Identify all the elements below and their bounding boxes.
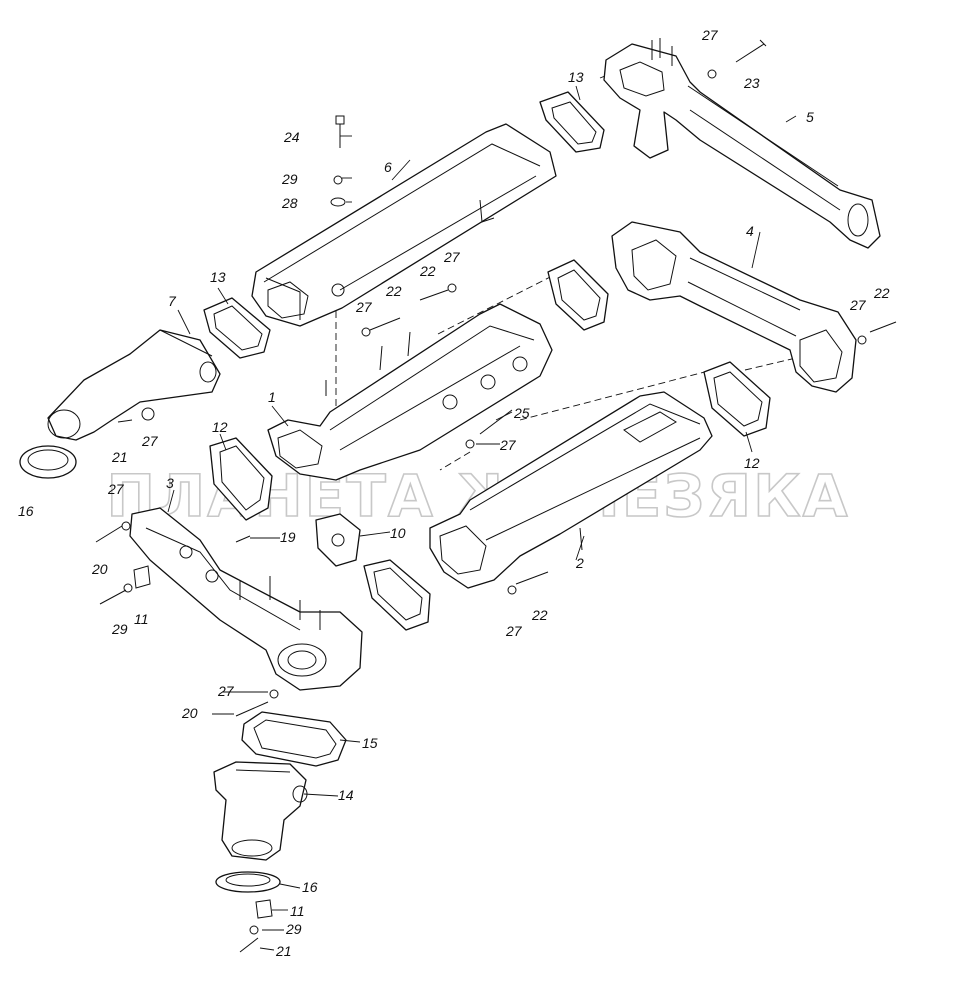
callout-25: 25 [513,405,530,421]
callout-27-topright: 27 [701,27,719,43]
callout-11-left: 11 [134,611,149,627]
callout-29-bottom: 29 [285,921,302,937]
part-6-heat-shield [251,123,557,327]
part-15-gasket [241,711,347,767]
part-2-exhaust-manifold [429,391,713,589]
callout-6: 6 [384,159,392,175]
callout-27-left: 27 [107,481,125,497]
part-13-gasket-left [203,297,271,359]
part-14-outlet-pipe [213,761,308,861]
fasteners [95,39,897,953]
callout-1: 1 [268,389,276,405]
callout-27-elbow: 27 [141,433,159,449]
callout-29-left: 29 [111,621,128,637]
callout-27-lower-left: 27 [217,683,235,699]
part-16-seal-ring-upper [19,445,77,479]
part-13-gasket-upper [539,91,605,153]
part-10-gasket [315,513,361,567]
part-7-elbow-pipe [47,329,221,441]
part-1-inlet-manifold [267,303,553,481]
callout-labels: 1 2 3 4 5 6 7 10 11 11 12 12 13 13 14 15… [18,27,890,959]
callout-22-center: 22 [419,263,436,279]
callout-27-center-low: 27 [499,437,517,453]
callout-7: 7 [168,293,177,309]
callout-3: 3 [166,475,174,491]
part-16-seal-ring-lower [215,871,281,893]
callout-13-top: 13 [568,69,584,85]
callout-2: 2 [575,555,584,571]
leader-lines [167,85,797,951]
callout-20-lower: 20 [181,705,198,721]
callout-4: 4 [746,223,754,239]
part-5-exhaust-pipe [603,38,881,249]
callout-13-left: 13 [210,269,226,285]
callout-21-left: 21 [111,449,128,465]
part-gasket-lower-center [363,559,431,631]
callout-21-bottom: 21 [275,943,292,959]
callout-27-mid: 27 [355,299,373,315]
part-12-gasket-right [703,361,771,437]
callout-27-center: 27 [443,249,461,265]
callout-12-right: 12 [744,455,760,471]
callout-22-lower: 22 [531,607,548,623]
callout-27-right: 27 [849,297,867,313]
callout-23: 23 [743,75,760,91]
callout-19: 19 [280,529,296,545]
part-3-exhaust-manifold [129,507,363,691]
callout-11-bottom: 11 [290,903,305,919]
callout-15: 15 [362,735,378,751]
callout-28: 28 [281,195,298,211]
part-12-gasket-left [209,437,273,521]
callout-10: 10 [390,525,406,541]
callout-16-bottom: 16 [302,879,318,895]
callout-12-left: 12 [212,419,228,435]
callout-22-right: 22 [873,285,890,301]
callout-20-left: 20 [91,561,108,577]
callout-14: 14 [338,787,354,803]
callout-5: 5 [806,109,814,125]
callout-16-left: 16 [18,503,34,519]
callout-22-mid: 22 [385,283,402,299]
part-4-exhaust-manifold [611,221,857,393]
part-gasket-center-right [547,259,609,331]
callout-27-lower-right: 27 [505,623,523,639]
callout-24: 24 [283,129,300,145]
callout-29-top: 29 [281,171,298,187]
